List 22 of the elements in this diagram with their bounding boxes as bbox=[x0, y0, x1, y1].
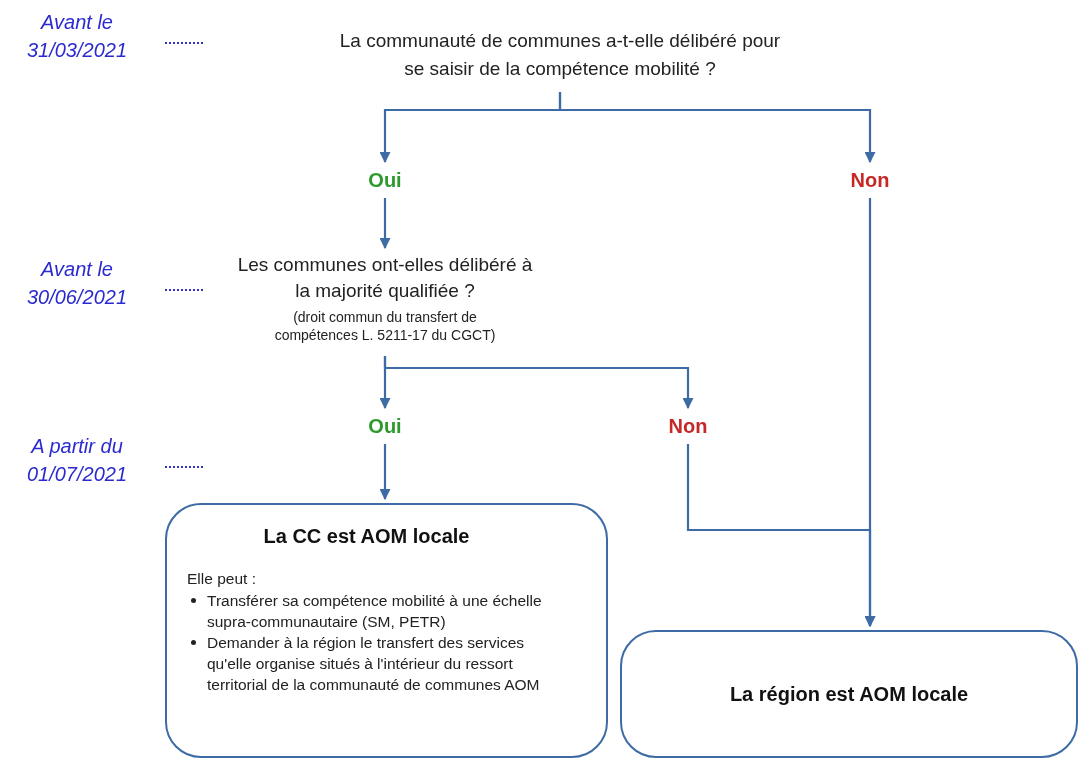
date-label: Avant le 31/03/2021 bbox=[25, 10, 129, 63]
answer-label: Oui bbox=[355, 412, 415, 440]
date-label: Avant le 30/06/2021 bbox=[25, 257, 129, 310]
answer-label: Non bbox=[653, 412, 723, 440]
question-text: Les communes ont-elles délibéré à la majorité qualifiée ? bbox=[236, 253, 534, 303]
answer-label: Oui bbox=[355, 166, 415, 194]
date-label: A partir du 01/07/2021 bbox=[25, 434, 129, 487]
intro-text: Elle peut : bbox=[187, 569, 257, 589]
question-text: La communauté de communes a-t-elle délibéré pour se saisir de la compétence mobilité ? bbox=[330, 22, 790, 88]
outcome-box bbox=[165, 503, 608, 758]
answer-label: Non bbox=[835, 166, 905, 194]
note-text: (droit commun du transfert de compétences L. 5211-17 du CGCT) bbox=[273, 308, 497, 344]
outcome-box bbox=[620, 630, 1078, 758]
bullet-text: Demander à la région le transfert des services qu'elle organise situés à l'intérieur du ressort territorial de la communauté de communes AOM bbox=[207, 633, 541, 696]
arrow bbox=[379, 198, 391, 250]
arrow bbox=[379, 444, 391, 501]
bullet-text: Transférer sa compétence mobilité à une échelle supra-communautaire (SM, PETR) bbox=[207, 591, 543, 633]
arrow bbox=[686, 444, 876, 628]
outcome-title: La CC est AOM locale bbox=[262, 524, 471, 549]
arrow bbox=[383, 356, 694, 410]
arrow bbox=[558, 92, 876, 164]
outcome-title: La région est AOM locale bbox=[729, 682, 969, 707]
